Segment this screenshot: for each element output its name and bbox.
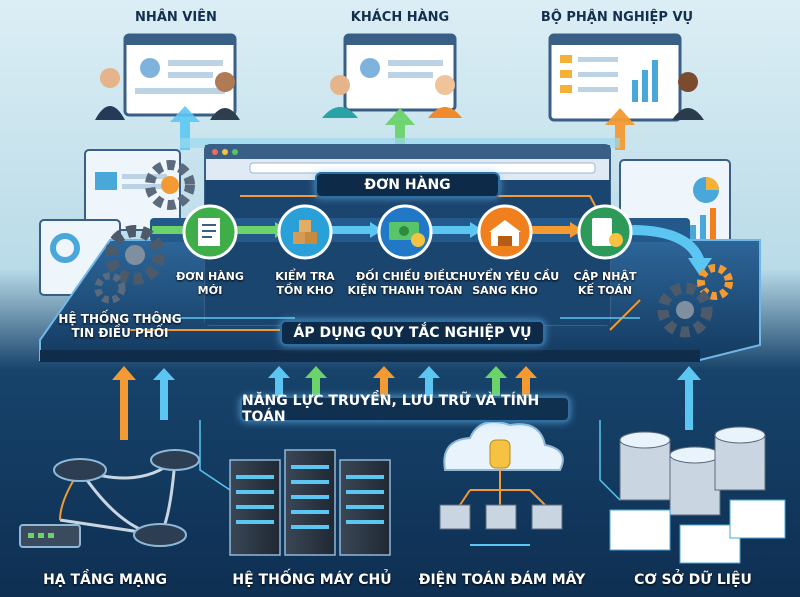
network-label: HẠ TẦNG MẠNG	[43, 572, 167, 588]
step-icon-payment	[377, 204, 433, 260]
servers-label: HỆ THỐNG MÁY CHỦ	[232, 572, 392, 588]
business-screen-illustration	[548, 33, 704, 122]
gear-icon	[94, 160, 733, 338]
step-icon-new-order	[182, 204, 238, 260]
database-label: CƠ SỞ DỮ LIỆU	[634, 572, 752, 588]
step-icon-warehouse	[477, 204, 533, 260]
database-illustration	[609, 426, 786, 564]
network-illustration	[19, 449, 200, 548]
cloud-illustration	[439, 421, 564, 546]
staff-screen-illustration	[95, 33, 240, 120]
staff-label: NHÂN VIÊN	[135, 10, 217, 25]
customers-label: KHÁCH HÀNG	[350, 10, 450, 25]
step-icon-accounting	[577, 204, 633, 260]
step-icon-inventory	[277, 204, 333, 260]
capabilities-banner: NĂNG LỰC TRUYỀN, LƯU TRỮ VÀ TÍNH TOÁN	[240, 393, 570, 425]
business-unit-label: BỘ PHẬN NGHIỆP VỤ	[540, 10, 694, 25]
business-rules-banner: ÁP DỤNG QUY TẮC NGHIỆP VỤ	[280, 320, 545, 346]
customer-screen-illustration	[322, 33, 462, 118]
cloud-label: ĐIỆN TOÁN ĐÁM MÂY	[418, 572, 586, 588]
orders-banner: ĐƠN HÀNG	[315, 172, 500, 198]
server-racks-illustration	[229, 449, 391, 556]
